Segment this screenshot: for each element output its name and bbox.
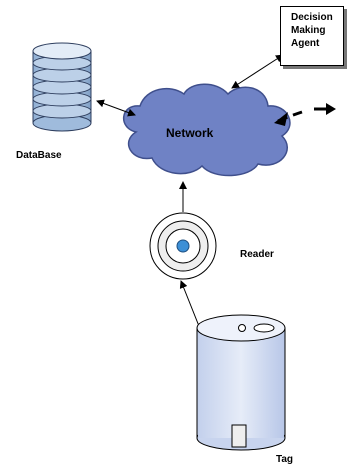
rfid-tag-icon [196,314,286,451]
database-network-link [96,99,136,117]
tag-label: Tag [276,454,294,465]
reader-label: Reader [240,249,274,260]
decision-making-agent-box: Decision Making Agent [280,6,344,66]
network-label: Network [166,126,214,140]
network-agent-link [231,54,284,89]
database-icon [32,42,92,132]
agent-label-line-1: Decision [291,12,333,23]
outgoing-arrow-icon [274,103,336,126]
database-label: DataBase [16,150,62,161]
cloud-icon [123,83,291,177]
rfid-reader-icon [149,212,217,280]
agent-label-line-3: Agent [291,38,320,49]
agent-label-line-2: Making [291,25,326,36]
